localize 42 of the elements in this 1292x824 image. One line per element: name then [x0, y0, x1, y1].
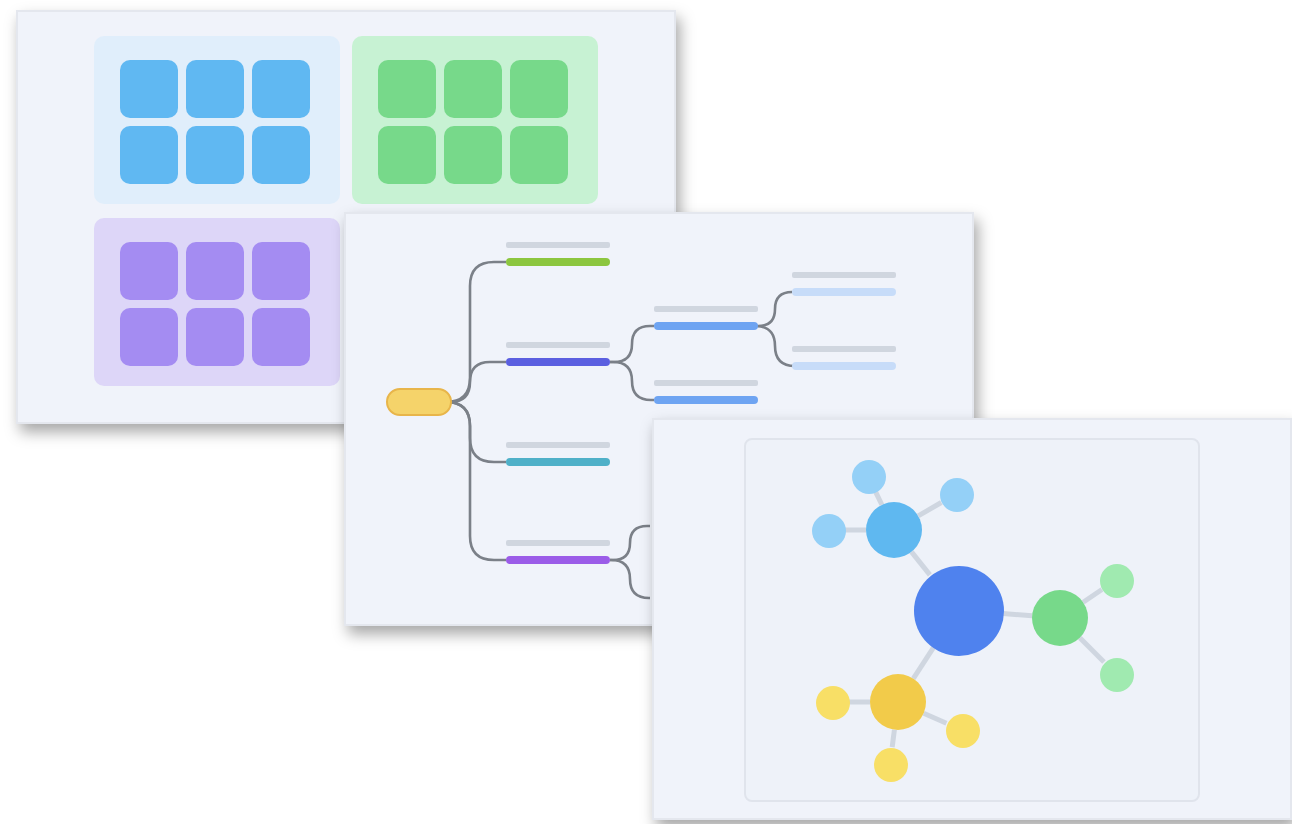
- connector-line: [610, 360, 654, 402]
- connector-line: [609, 558, 651, 600]
- connector-line: [1078, 636, 1106, 664]
- connector-line: [1081, 587, 1104, 605]
- branch-bar: [506, 556, 610, 564]
- branch-bar: [506, 458, 610, 466]
- connector-line: [922, 710, 948, 726]
- tile-panel: [94, 218, 340, 386]
- grid-tile: [120, 308, 178, 366]
- connector-line: [889, 729, 897, 748]
- branch-bar: [792, 362, 896, 370]
- grid-tile: [378, 126, 436, 184]
- connector-line: [911, 646, 936, 680]
- grid-tile: [186, 126, 244, 184]
- connector-line: [756, 290, 794, 328]
- grid-tile: [444, 126, 502, 184]
- branch-bar: [506, 358, 610, 366]
- branch-bar: [654, 322, 758, 330]
- grid-tile: [510, 126, 568, 184]
- grid-tile: [252, 126, 310, 184]
- grid-tile: [444, 60, 502, 118]
- grid-tile: [510, 60, 568, 118]
- grid-tile: [120, 242, 178, 300]
- branch-bar: [792, 288, 896, 296]
- branch-bar: [654, 396, 758, 404]
- grid-tile: [186, 242, 244, 300]
- connector-line: [909, 550, 932, 577]
- tile-panel: [352, 36, 598, 204]
- connector-line: [610, 524, 650, 562]
- tile-panel: [94, 36, 340, 204]
- grid-tile: [252, 308, 310, 366]
- grid-tile: [120, 60, 178, 118]
- grid-tile: [186, 60, 244, 118]
- branch-bar: [506, 258, 610, 266]
- grid-tile: [120, 126, 178, 184]
- root-topic-pill: [386, 388, 452, 416]
- connector-line: [916, 500, 943, 519]
- grid-tile: [378, 60, 436, 118]
- grid-tile: [252, 60, 310, 118]
- grid-tile: [252, 242, 310, 300]
- connector-line: [753, 324, 797, 368]
- grid-tile: [186, 308, 244, 366]
